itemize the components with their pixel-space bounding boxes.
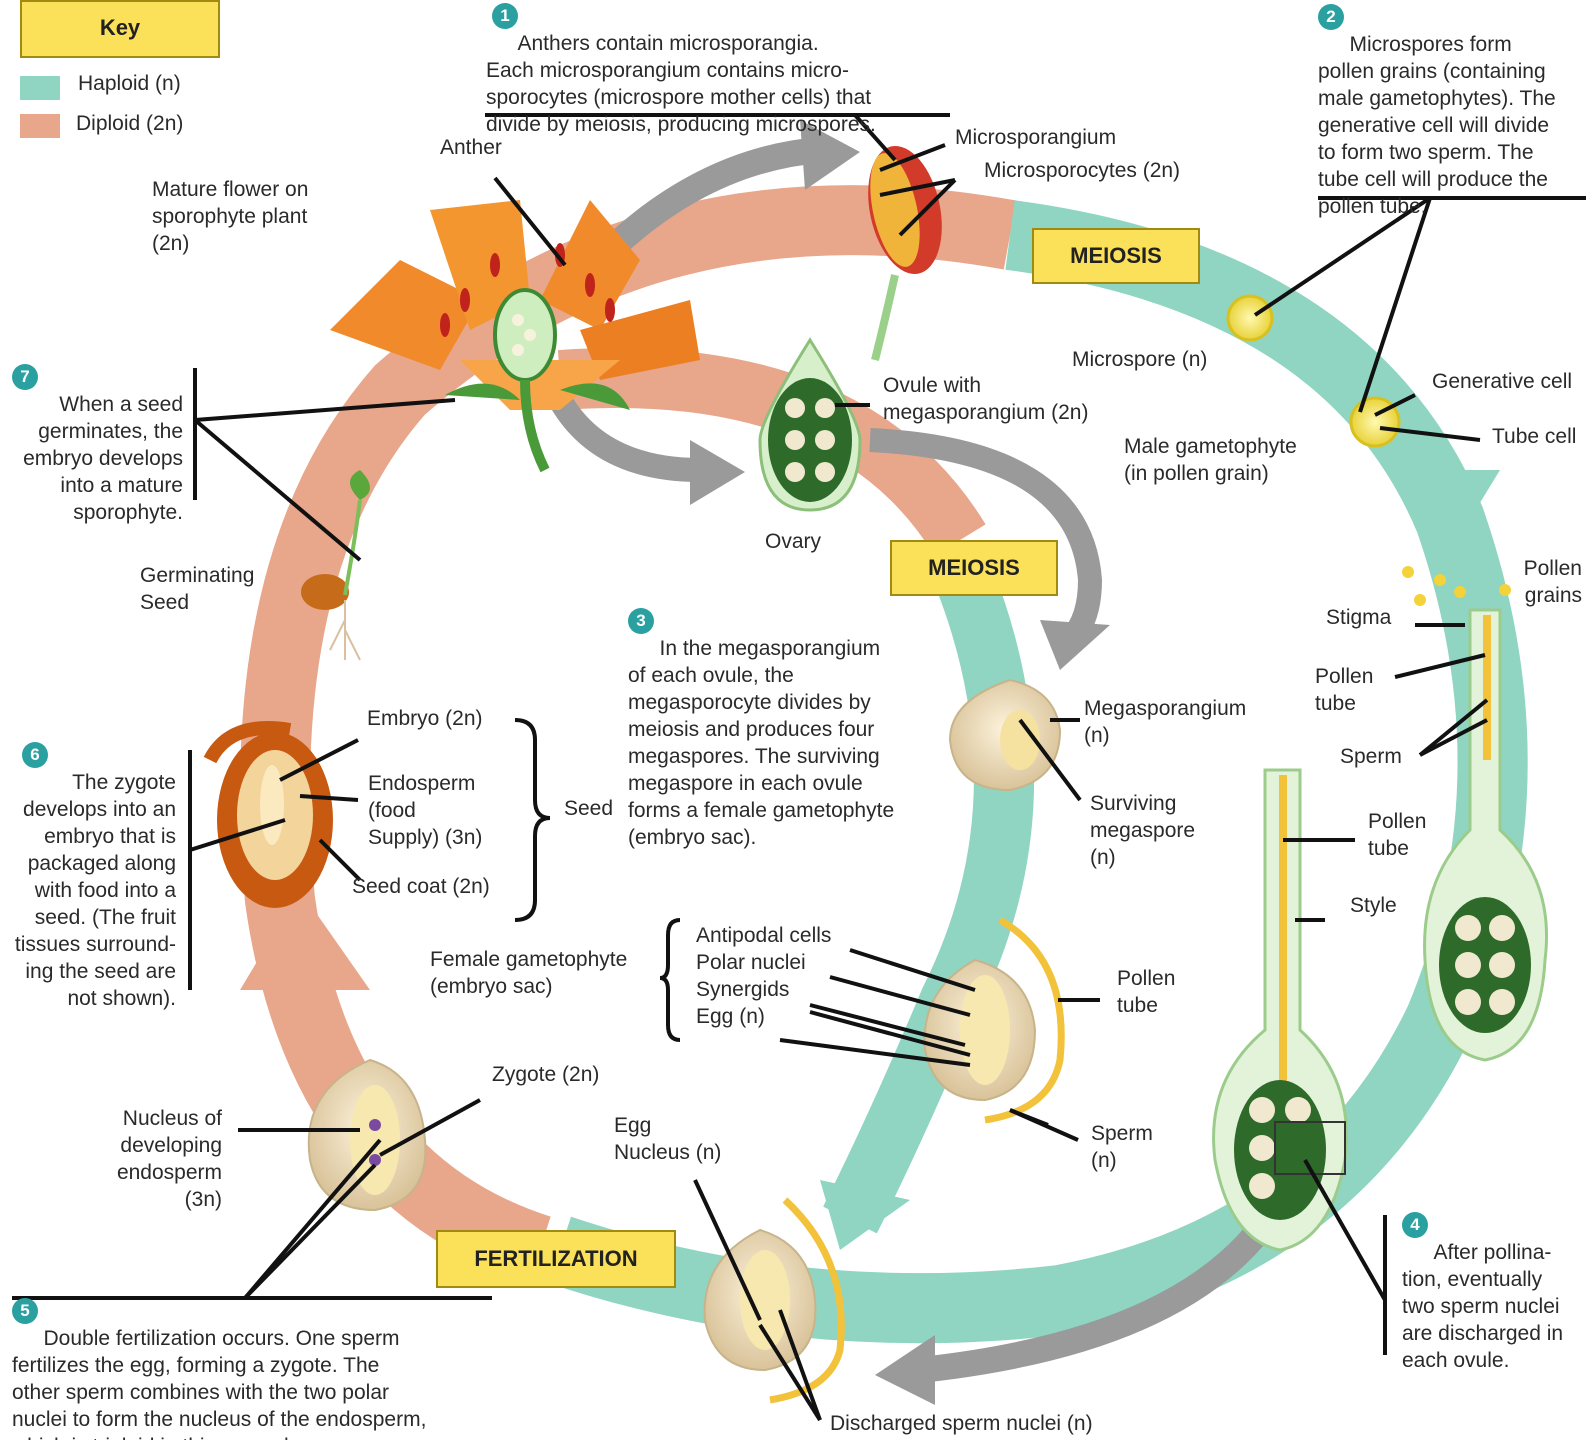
key-title-box: Key: [20, 0, 220, 58]
embryo-sac-ovule: [923, 916, 1065, 1124]
meiosis-box-top: MEIOSIS: [1032, 228, 1200, 284]
label-pollen-grains: Pollen grains: [1523, 557, 1582, 607]
step-4-text: 4 After pollina- tion, eventually two sp…: [1402, 1212, 1582, 1374]
step-6-text: 6 The zygote develops into an embryo tha…: [0, 742, 176, 1012]
step-2-text: 2 Microspores form pollen grains (contai…: [1318, 4, 1583, 220]
mature-flower-illustration: [330, 200, 700, 473]
pollen-grains-dots: [1402, 566, 1511, 606]
label-style: Style: [1350, 894, 1397, 917]
label-polar-nuclei: Polar nuclei: [696, 951, 806, 974]
microspore-cell: [1226, 294, 1274, 342]
meiosis-box-mid: MEIOSIS: [890, 540, 1058, 596]
ovule-illustration: [758, 337, 862, 512]
step-1-badge: 1: [492, 3, 518, 29]
step-2-body: Microspores form pollen grains (containi…: [1318, 33, 1556, 218]
seed-brace: [514, 718, 551, 922]
seed-illustration: [203, 721, 333, 908]
label-pollen-tube-3: Pollen tube: [1117, 967, 1176, 1017]
label-embryo: Embryo (2n): [367, 707, 483, 730]
step-2-badge: 2: [1318, 4, 1344, 30]
leader-lines: [12, 113, 1586, 1422]
step-7-text: 7 When a seed germinates, the embryo dev…: [0, 364, 183, 526]
diploid-swatch: [20, 114, 60, 138]
label-zygote: Zygote (2n): [492, 1063, 600, 1086]
label-ovary: Ovary: [765, 530, 822, 553]
step-6-badge: 6: [22, 742, 48, 768]
label-pollen-tube-2: Pollen tube: [1368, 810, 1427, 860]
discharge-highlight-box: [1274, 1121, 1346, 1175]
gray-arrow-to-megasporangium: [869, 428, 1103, 649]
megasporangium-ovule: [948, 678, 1062, 792]
label-synergids: Synergids: [696, 978, 790, 1001]
label-sperm-2: Sperm (n): [1091, 1122, 1153, 1172]
step-4-badge: 4: [1402, 1212, 1428, 1238]
diploid-key-label: Diploid (2n): [76, 112, 184, 135]
step-3-text: 3 In the megasporangium of each ovule, t…: [628, 608, 928, 851]
label-ovule-megasporangium: Ovule with megasporangium (2n): [883, 374, 1089, 424]
label-mature-flower: Mature flower on sporophyte plant (2n): [152, 178, 309, 255]
gray-arrow-to-ovary: [549, 393, 701, 482]
haploid-key-label: Haploid (n): [78, 72, 181, 95]
label-discharged-sperm: Discharged sperm nuclei (n): [830, 1412, 1093, 1435]
haploid-swatch: [20, 76, 60, 100]
label-nucleus-endosperm: Nucleus of developing endosperm (3n): [116, 1107, 222, 1211]
step-1-body: Anthers contain microsporangia. Each mic…: [486, 32, 876, 136]
label-microspore: Microspore (n): [1072, 348, 1208, 371]
step-5-badge: 5: [12, 1298, 38, 1324]
label-sperm-1: Sperm: [1340, 745, 1402, 768]
label-pollen-tube-1: Pollen tube: [1315, 665, 1374, 715]
step-6-body: The zygote develops into an embryo that …: [14, 771, 176, 1010]
label-male-gametophyte: Male gametophyte (in pollen grain): [1124, 435, 1297, 485]
microsporangium-illustration: [868, 146, 942, 361]
step-4-body: After pollina- tion, eventually two sper…: [1402, 1241, 1564, 1372]
label-anther: Anther: [440, 136, 502, 159]
label-egg: Egg (n): [696, 1005, 765, 1028]
step-3-badge: 3: [628, 608, 654, 634]
step-5-text: 5 Double fertilization occurs. One sperm…: [12, 1298, 482, 1440]
label-germinating-seed: Germinating Seed: [140, 564, 255, 614]
germinating-seed-illustration: [301, 470, 370, 661]
step-7-body: When a seed germinates, the embryo devel…: [23, 393, 183, 524]
haploid-arrowhead: [1390, 470, 1500, 560]
label-seed: Seed: [564, 797, 614, 820]
label-antipodal-cells: Antipodal cells: [696, 924, 832, 947]
label-microsporangium: Microsporangium: [955, 126, 1117, 149]
label-female-gametophyte: Female gametophyte (embryo sac): [430, 948, 628, 998]
label-endosperm: Endosperm (food Supply) (3n): [368, 772, 483, 849]
label-surviving-megaspore: Surviving megaspore (n): [1090, 792, 1196, 869]
fertilization-box: FERTILIZATION: [436, 1230, 676, 1288]
label-megasporangium: Megasporangium (n): [1084, 697, 1247, 747]
label-seed-coat: Seed coat (2n): [352, 875, 490, 898]
pistil-with-pollen-tube: [1423, 608, 1549, 1062]
step-7-badge: 7: [12, 364, 38, 390]
label-egg-nucleus: Egg Nucleus (n): [614, 1114, 722, 1164]
label-tube-cell: Tube cell: [1492, 425, 1577, 448]
label-microsporocytes: Microsporocytes (2n): [984, 159, 1181, 182]
diploid-arrowhead: [240, 890, 370, 990]
label-stigma: Stigma: [1326, 606, 1392, 629]
female-gametophyte-brace: [659, 918, 681, 1042]
pistil-with-discharge: [1212, 768, 1349, 1252]
step-3-body: In the megasporangium of each ovule, the…: [628, 637, 895, 849]
step-5-body: Double fertilization occurs. One sperm f…: [12, 1327, 427, 1440]
gray-arrow-to-microsporangium: [590, 137, 822, 270]
label-generative-cell: Generative cell: [1432, 370, 1573, 393]
zygote-ovule: [307, 1058, 427, 1212]
inner-haploid-arrowhead: [820, 1180, 910, 1250]
step-1-text: 1 Anthers contain microsporangia. Each m…: [486, 3, 956, 165]
